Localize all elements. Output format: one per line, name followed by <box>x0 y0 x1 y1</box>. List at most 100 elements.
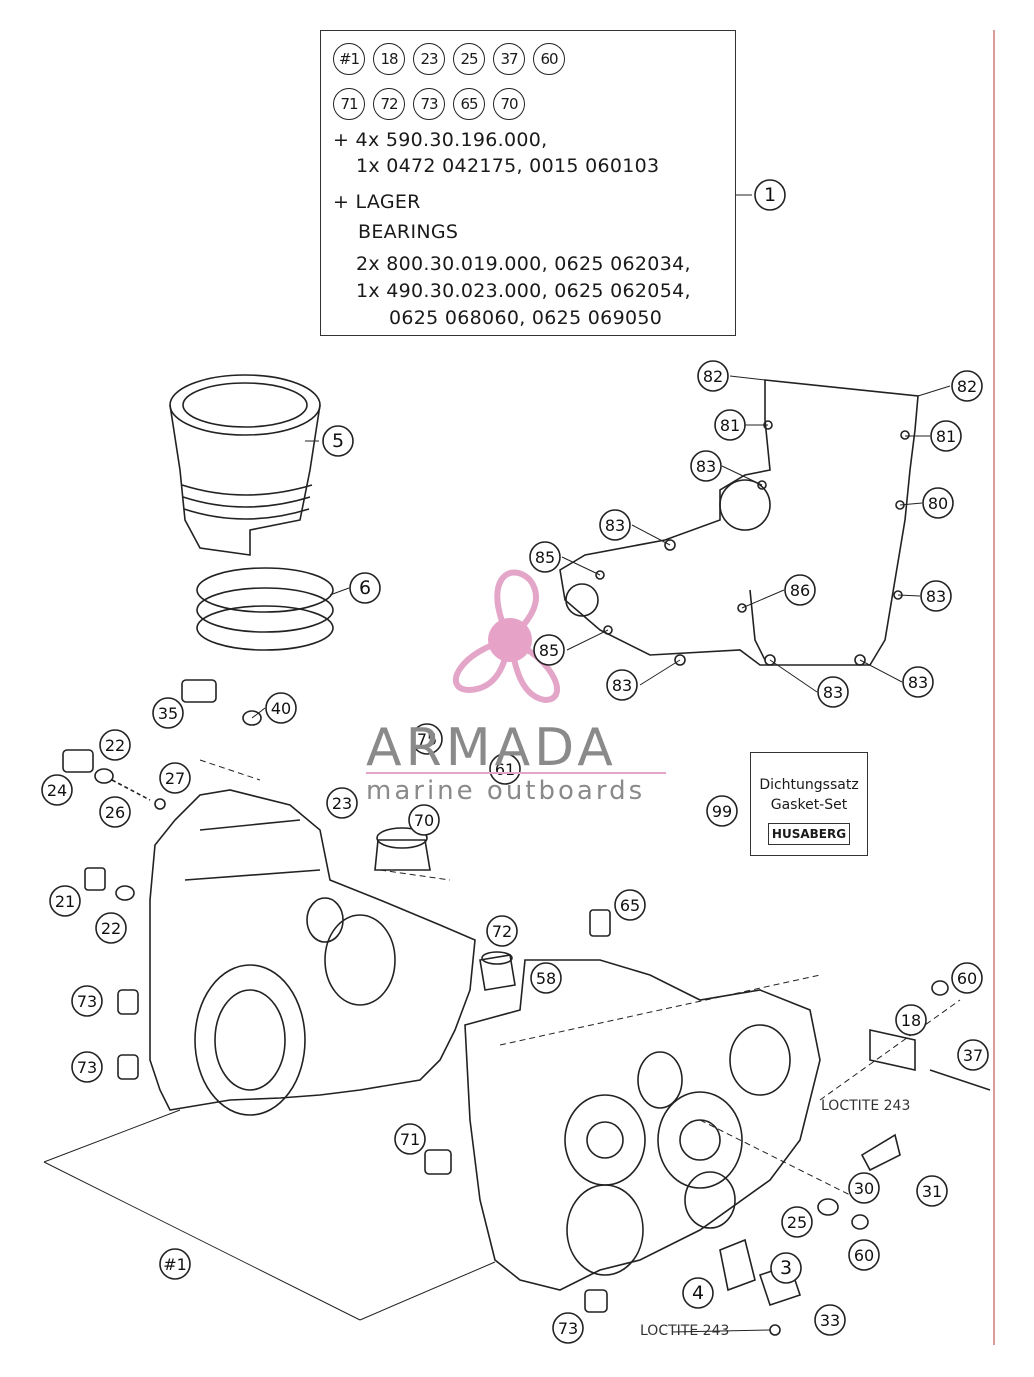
callout-c25: 25 <box>781 1206 813 1238</box>
callout-circle <box>922 487 954 519</box>
callout-circle <box>489 753 521 785</box>
callout-number: 72 <box>492 922 512 941</box>
callout-circle <box>533 634 565 666</box>
callout-circle <box>71 985 103 1017</box>
callout-circle <box>326 787 358 819</box>
left-crankcase-drawing <box>149 789 476 1116</box>
callout-c31: 31 <box>916 1175 948 1207</box>
callout-c72: 72 <box>486 915 518 947</box>
page-margin-rule <box>993 30 995 1345</box>
callout-c33: 33 <box>814 1304 846 1336</box>
callout-circle <box>349 572 381 604</box>
callout-number: 83 <box>605 516 625 535</box>
callout-number: 18 <box>901 1011 921 1030</box>
callout-circle <box>754 179 786 211</box>
callout-c6: 6 <box>349 572 381 604</box>
callout-c73a: 73 <box>71 985 103 1017</box>
callout-c37: 37 <box>957 1039 989 1071</box>
kit-part-chip: 72 <box>373 88 405 120</box>
callout-number: 70 <box>414 811 434 830</box>
callout-circle <box>529 541 561 573</box>
callout-c30: 30 <box>848 1172 880 1204</box>
callout-circle <box>930 420 962 452</box>
callout-number: 83 <box>823 683 843 702</box>
callout-circle <box>920 580 952 612</box>
callout-c80: 80 <box>922 487 954 519</box>
callout-circle <box>99 729 131 761</box>
callout-c85a: 85 <box>529 541 561 573</box>
callout-circle <box>848 1172 880 1204</box>
callout-c35: 35 <box>152 697 184 729</box>
callout-number: 5 <box>332 430 344 452</box>
callout-c73b: 73 <box>71 1051 103 1083</box>
kit-parts-row-2: 71 72 73 65 70 <box>333 88 525 120</box>
callout-circle <box>95 912 127 944</box>
callout-circle <box>614 889 646 921</box>
kit-part-chip: 71 <box>333 88 365 120</box>
callout-circle <box>552 1312 584 1344</box>
callout-number: 4 <box>692 1282 704 1304</box>
callout-circle <box>599 509 631 541</box>
callout-number: 27 <box>165 769 185 788</box>
callout-circle <box>895 1004 927 1036</box>
callout-number: #1 <box>163 1255 187 1274</box>
callout-circle <box>682 1277 714 1309</box>
callout-c83c: 83 <box>920 580 952 612</box>
piston-rings-drawing <box>196 567 334 651</box>
bom-line: 0625 068060, 0625 069050 <box>389 307 663 329</box>
callout-c60b: 60 <box>848 1239 880 1271</box>
callout-c81b: 81 <box>930 420 962 452</box>
callout-c18: 18 <box>895 1004 927 1036</box>
callout-circle <box>817 676 849 708</box>
callout-circle <box>714 409 746 441</box>
callout-number: 1 <box>764 184 776 206</box>
callout-c3: 3 <box>770 1252 802 1284</box>
callout-number: 40 <box>271 699 291 718</box>
crankcase-gasket-drawing <box>559 379 919 666</box>
kit-part-chip: #1 <box>333 43 365 75</box>
callout-number: 73 <box>77 992 97 1011</box>
gasket-set-package: Dichtungssatz Gasket-Set HUSABERG <box>750 752 868 856</box>
callout-c83d: 83 <box>606 669 638 701</box>
callout-c83a: 83 <box>690 450 722 482</box>
callout-number: 6 <box>359 577 371 599</box>
callout-number: 24 <box>47 781 67 800</box>
kit-contents-box: #1 18 23 25 37 60 71 72 73 65 70 + 4x 59… <box>320 30 736 336</box>
callout-number: 83 <box>926 587 946 606</box>
callout-number: 86 <box>790 581 810 600</box>
callout-c60a: 60 <box>951 962 983 994</box>
callout-circle <box>152 697 184 729</box>
kit-part-chip: 37 <box>493 43 525 75</box>
callout-c26: 26 <box>99 796 131 828</box>
callout-number: 99 <box>712 802 732 821</box>
kit-part-chip: 70 <box>493 88 525 120</box>
callout-circle <box>916 1175 948 1207</box>
right-crankcase-drawing <box>464 959 821 1291</box>
callout-number: 60 <box>957 969 977 988</box>
callout-circle <box>99 796 131 828</box>
gasket-set-label-en: Gasket-Set <box>770 797 848 813</box>
callout-c82b: 82 <box>951 370 983 402</box>
callout-number: 22 <box>101 919 121 938</box>
callout-number: 61 <box>495 760 515 779</box>
callout-number: 81 <box>720 416 740 435</box>
callout-number: 75 <box>417 730 437 749</box>
callout-c75: 75 <box>411 723 443 755</box>
callout-circle <box>49 885 81 917</box>
callout-c22a: 22 <box>99 729 131 761</box>
callout-circle <box>71 1051 103 1083</box>
callout-c40: 40 <box>265 692 297 724</box>
callout-circle <box>951 962 983 994</box>
callout-circle <box>486 915 518 947</box>
callout-circle <box>957 1039 989 1071</box>
kit-part-chip: 65 <box>453 88 485 120</box>
callout-circle <box>814 1304 846 1336</box>
callout-number: 73 <box>77 1058 97 1077</box>
callout-c24: 24 <box>41 774 73 806</box>
callout-circle <box>530 962 562 994</box>
callout-number: 21 <box>55 892 75 911</box>
callout-circle <box>951 370 983 402</box>
callout-c1h: #1 <box>159 1248 191 1280</box>
callout-number: 22 <box>105 736 125 755</box>
callout-c22b: 22 <box>95 912 127 944</box>
